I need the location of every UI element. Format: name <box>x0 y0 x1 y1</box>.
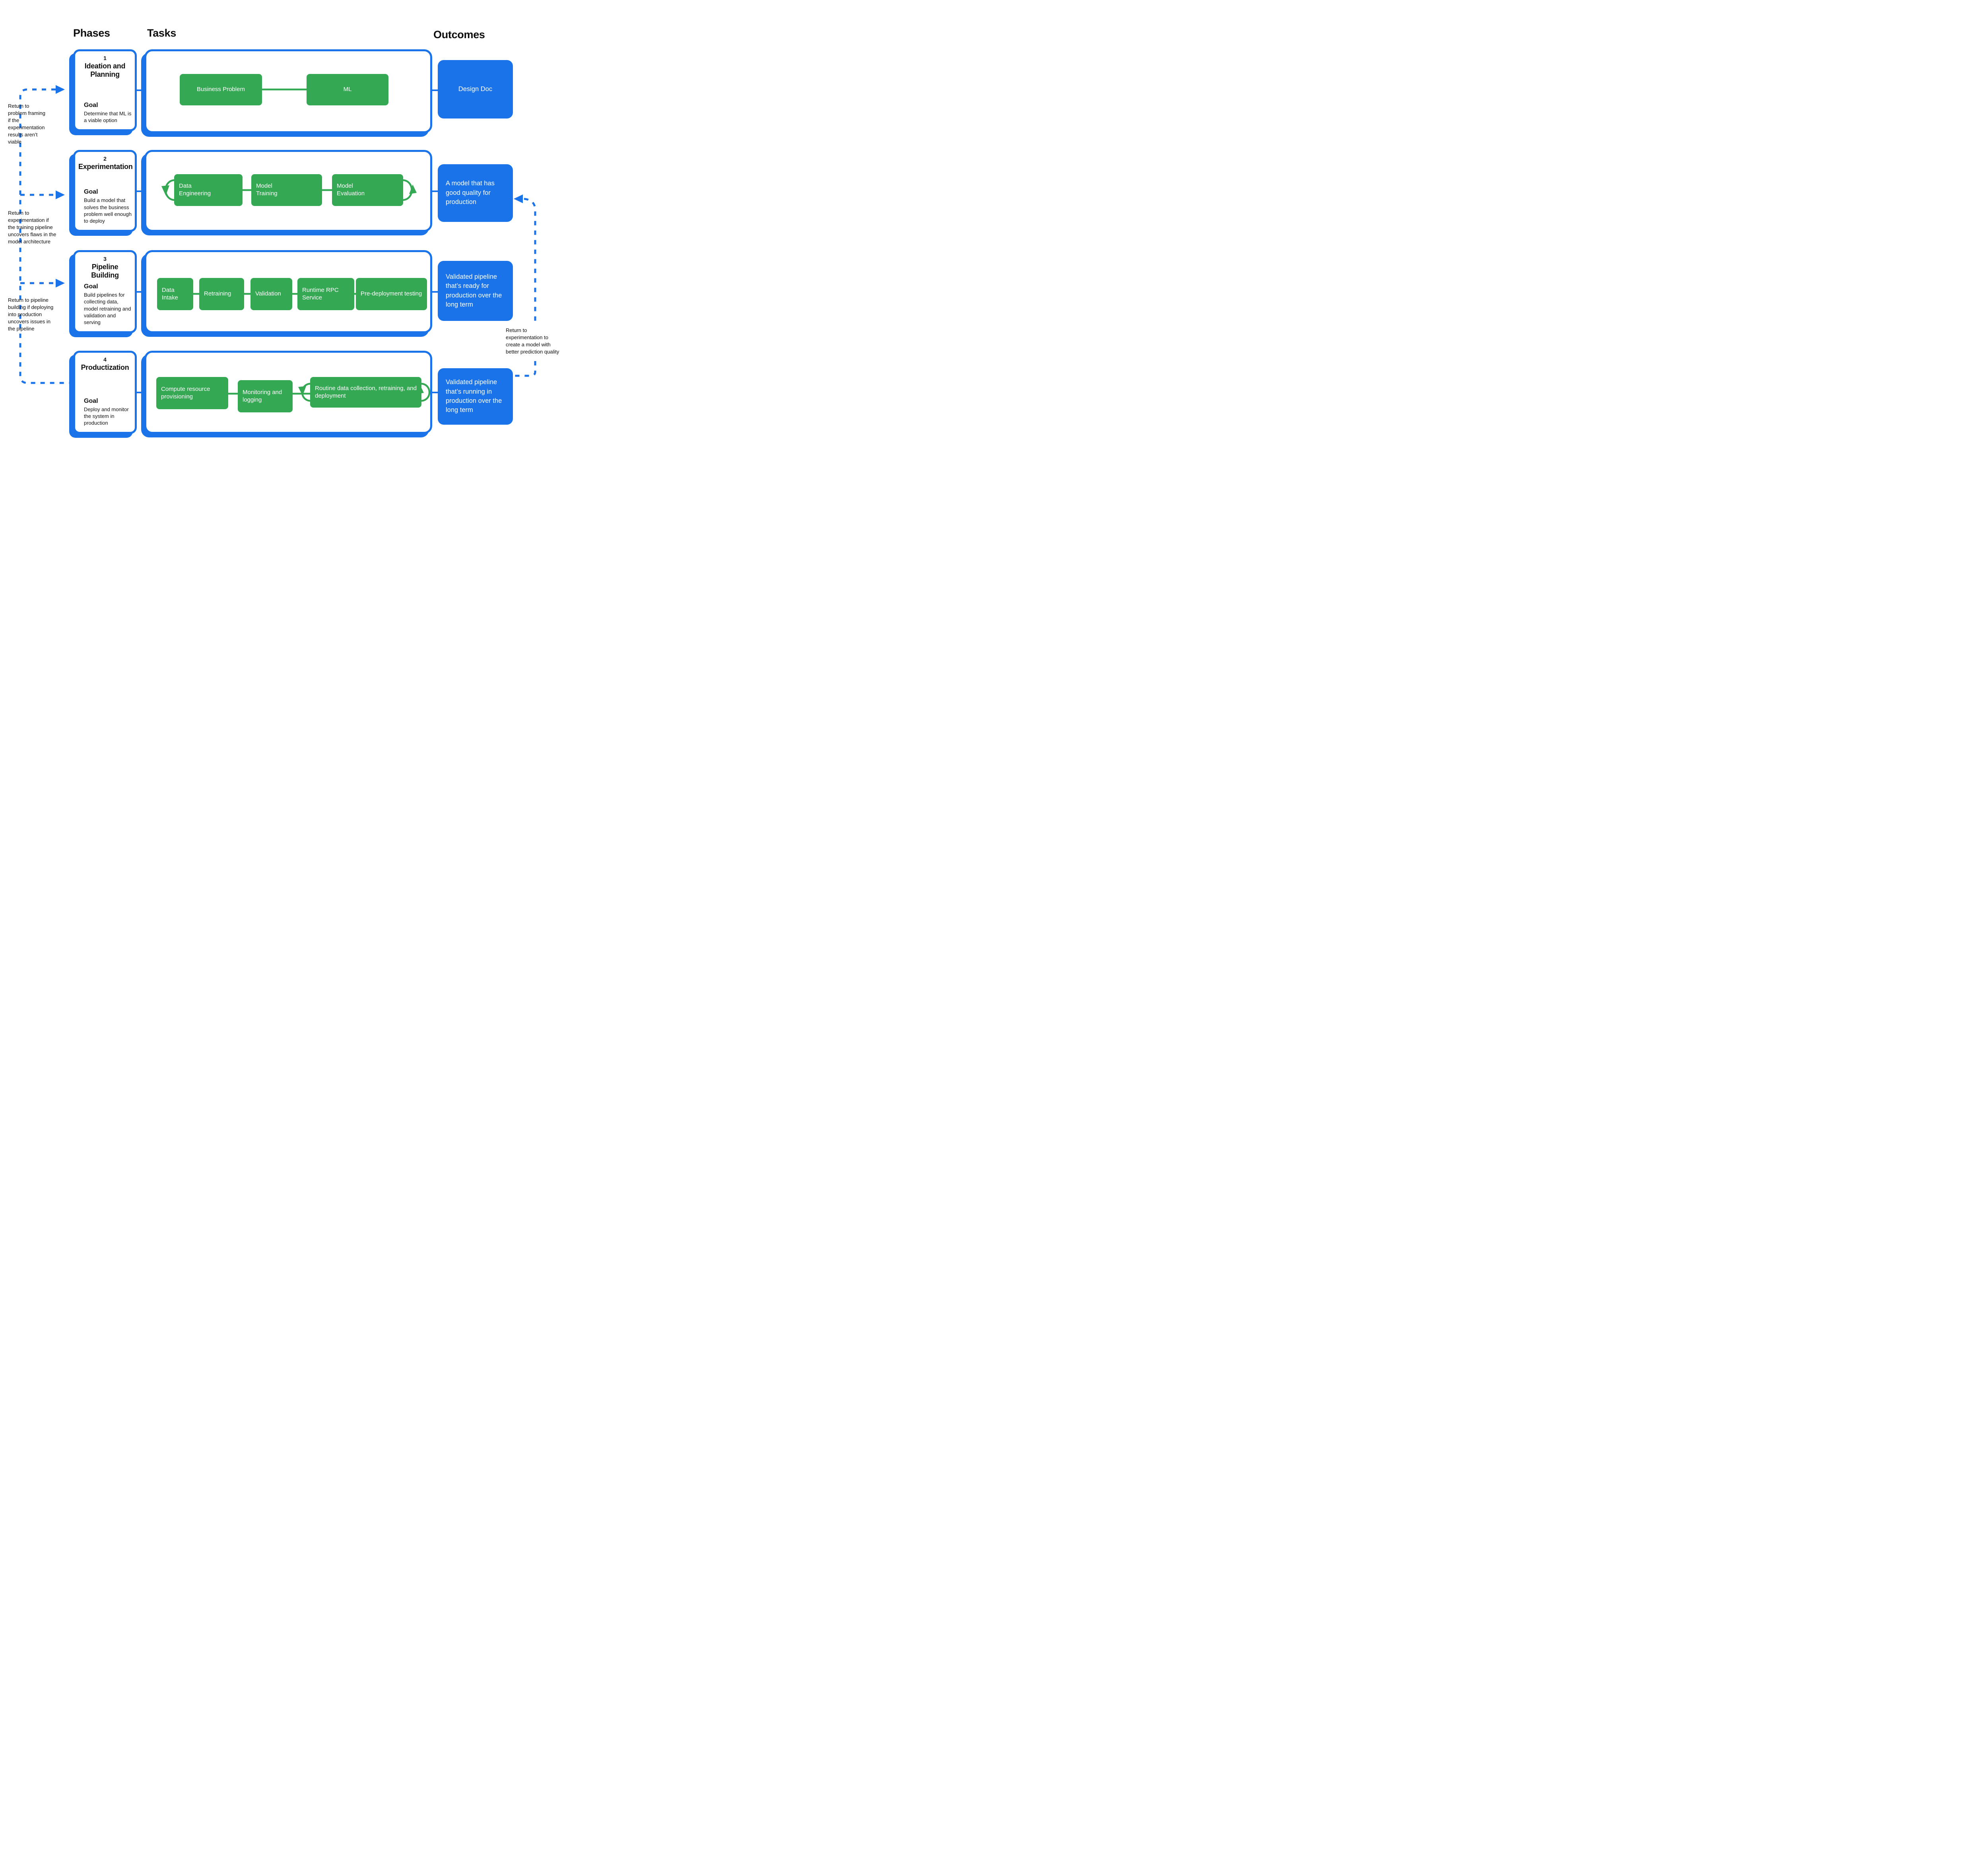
task-label: Monitoring and logging <box>243 389 282 403</box>
goal-text: Deploy and monitor the system in product… <box>84 406 129 426</box>
caption-return-experimentation: Return to experimentation if the trainin… <box>8 210 56 245</box>
mlops-phases-diagram: Phases Tasks Outcomes 1 Ideation and Pla… <box>0 0 564 465</box>
goal-label: Goal <box>84 283 98 290</box>
connector-tasks3-outcome <box>432 291 438 293</box>
task-monitoring-and-logging: Monitoring and logging <box>238 380 293 412</box>
goal-text: Build a model that solves the business p… <box>84 197 132 224</box>
return-line-right-upper <box>524 198 536 323</box>
return-arrowhead-to-model-outcome <box>514 194 523 203</box>
task-label: Runtime RPC Service <box>302 286 339 301</box>
task-data-intake: Data Intake <box>157 278 193 310</box>
connector-phase2-tasks <box>137 190 144 192</box>
task-ml: ML <box>307 74 388 105</box>
task-label: Routine data collection, retraining, and… <box>315 385 417 399</box>
phase-card-pipeline-building: 3 Pipeline Building Goal Build pipelines… <box>73 250 137 333</box>
caption-return-pipeline-building: Return to pipeline building if deploying… <box>8 297 54 332</box>
task-label: Business Problem <box>197 86 245 93</box>
loop-arrowhead-right <box>409 185 417 194</box>
column-header-outcomes: Outcomes <box>433 29 485 41</box>
tasks-panel-productization: Compute resource provisioning Monitoring… <box>144 351 432 434</box>
task-data-engineering: Data Engineering <box>174 174 243 206</box>
outcome-validated-pipeline-ready: Validated pipeline that’s ready for prod… <box>438 261 513 321</box>
outcome-design-doc: Design Doc <box>438 60 513 118</box>
task-pre-deployment-testing: Pre-deployment testing <box>356 278 427 310</box>
goal-label: Goal <box>84 101 98 109</box>
connector-tasks2-outcome <box>432 190 438 192</box>
return-arrowhead-to-experimentation <box>56 190 65 199</box>
task-label: Retraining <box>204 290 231 297</box>
outcome-validated-pipeline-running: Validated pipeline that’s running in pro… <box>438 368 513 425</box>
task-label: Validation <box>255 290 281 297</box>
phase-title: Ideation and Planning <box>84 62 126 78</box>
tasks-panel-pipeline-building: Data Intake Retraining Validation Runtim… <box>144 250 432 333</box>
task-label: Model Evaluation <box>337 183 365 197</box>
phase-card-productization: 4 Productization Goal Deploy and monitor… <box>73 351 137 434</box>
tasks-panel-experimentation: Data Engineering Model Training Model Ev… <box>144 150 432 232</box>
connector-tasks1-outcome <box>432 89 438 91</box>
task-label: Model Training <box>256 183 278 197</box>
goal-text: Determine that ML is a viable option <box>84 110 132 123</box>
task-retraining: Retraining <box>199 278 244 310</box>
return-arrowhead-to-pipeline-building <box>56 279 65 288</box>
goal-label: Goal <box>84 188 98 196</box>
outcome-label: A model that has good quality for produc… <box>446 180 495 206</box>
task-model-evaluation: Model Evaluation <box>332 174 403 206</box>
return-line-right-lower <box>514 361 536 377</box>
connector-tasks4-outcome <box>432 392 438 393</box>
caption-return-experimentation-quality: Return to experimentation to create a mo… <box>506 327 559 355</box>
task-label: Pre-deployment testing <box>361 290 422 297</box>
task-business-problem: Business Problem <box>180 74 262 105</box>
phase-number: 3 <box>103 256 107 262</box>
phase-title: Experimentation <box>78 163 133 171</box>
goal-text: Build pipelines for collecting data, mod… <box>84 292 131 325</box>
task-label: Compute resource provisioning <box>161 385 210 400</box>
caption-return-problem-framing: Return to problem framing if the experim… <box>8 103 45 145</box>
task-runtime-rpc-service: Runtime RPC Service <box>297 278 354 310</box>
phase-title: Pipeline Building <box>91 263 119 279</box>
task-model-training: Model Training <box>251 174 322 206</box>
connector-phase4-tasks <box>137 392 144 393</box>
task-routine-data-collection: Routine data collection, retraining, and… <box>310 377 421 408</box>
column-header-phases: Phases <box>73 27 110 39</box>
phase-number: 4 <box>103 356 107 363</box>
task-label: ML <box>343 86 352 93</box>
loop-arrowhead-left <box>298 386 306 396</box>
outcome-label: Validated pipeline that’s ready for prod… <box>446 273 502 308</box>
phase-number: 2 <box>103 155 107 162</box>
connector-phase1-tasks <box>137 89 144 91</box>
goal-label: Goal <box>84 397 98 404</box>
task-validation: Validation <box>250 278 292 310</box>
loop-arrowhead-left <box>161 185 169 196</box>
phase-card-experimentation: 2 Experimentation Goal Build a model tha… <box>73 150 137 232</box>
outcome-label: Design Doc <box>458 85 493 93</box>
column-header-tasks: Tasks <box>147 27 177 39</box>
phase-card-ideation: 1 Ideation and Planning Goal Determine t… <box>73 49 137 131</box>
task-label: Data Intake <box>162 286 178 301</box>
task-label: Data Engineering <box>179 183 211 197</box>
outcome-label: Validated pipeline that’s running in pro… <box>446 379 502 414</box>
task-compute-resource-provisioning: Compute resource provisioning <box>156 377 228 409</box>
outcome-good-model: A model that has good quality for produc… <box>438 164 513 222</box>
connector-phase3-tasks <box>137 291 144 293</box>
phase-number: 1 <box>103 55 107 61</box>
tasks-panel-ideation: Business Problem ML <box>144 49 432 133</box>
phase-title: Productization <box>81 363 129 371</box>
return-arrowhead-to-ideation <box>56 85 65 94</box>
